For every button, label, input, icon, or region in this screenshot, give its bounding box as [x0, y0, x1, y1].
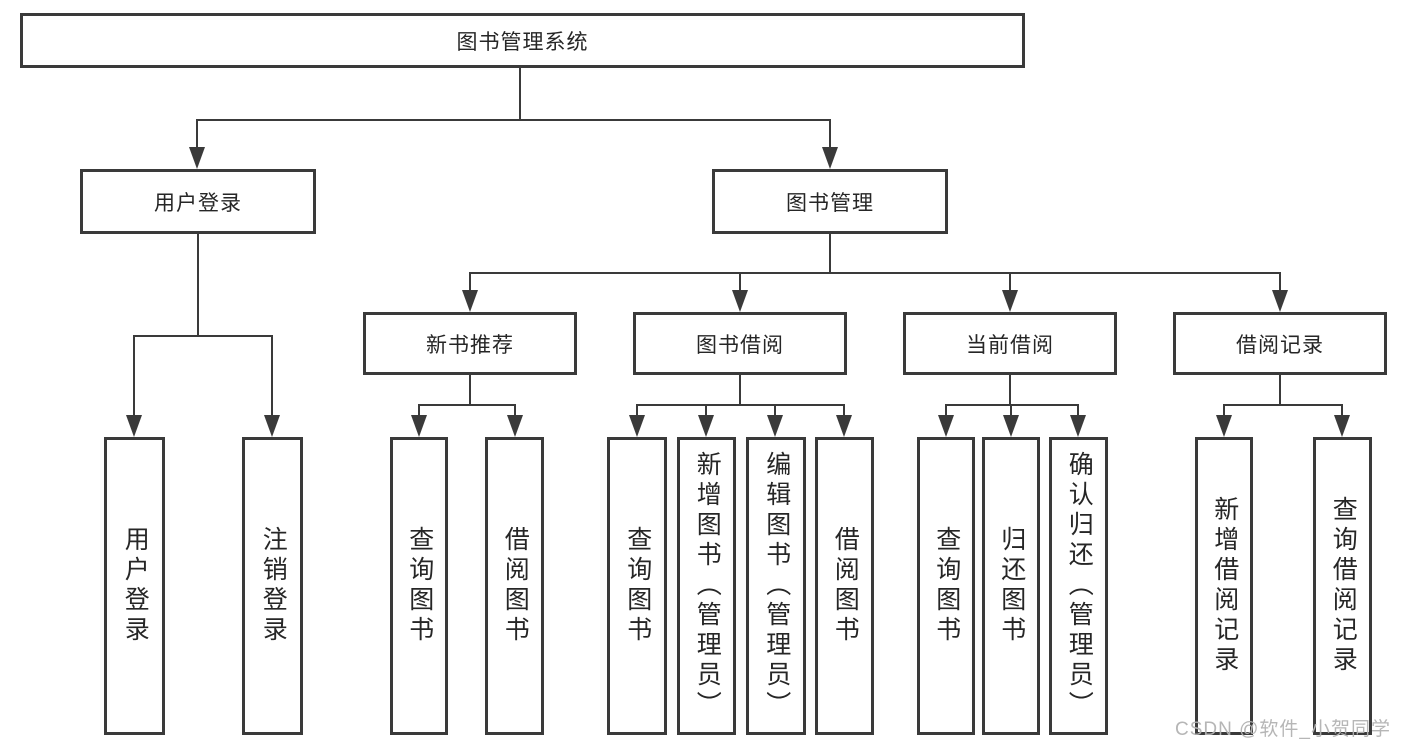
arrowhead-down-icon [411, 415, 427, 437]
connector-line [843, 404, 845, 418]
arrowhead-down-icon [462, 290, 478, 312]
connector-line [636, 404, 845, 406]
leaf-logout: 注销登录 [242, 437, 303, 735]
arrowhead-down-icon [264, 415, 280, 437]
connector-line [469, 375, 471, 406]
arrowhead-down-icon [732, 290, 748, 312]
connector-line [133, 335, 273, 337]
leaf-current-return-books: 归还图书 [982, 437, 1040, 735]
node-current-borrow: 当前借阅 [903, 312, 1117, 375]
leaf-records-search-record: 查询借阅记录 [1313, 437, 1372, 735]
arrowhead-down-icon [1070, 415, 1086, 437]
connector-line [1077, 404, 1079, 418]
leaf-user-login: 用户登录 [104, 437, 165, 735]
node-library-management-system: 图书管理系统 [20, 13, 1025, 68]
leaf-records-add-record: 新增借阅记录 [1195, 437, 1253, 735]
node-label: 借阅记录 [1236, 333, 1324, 357]
arrowhead-down-icon [1002, 290, 1018, 312]
leaf-label: 用户登录 [121, 526, 150, 646]
node-book-borrow: 图书借阅 [633, 312, 847, 375]
node-label: 用户登录 [154, 191, 242, 215]
leaf-current-confirm-return-admin: 确认归还（管理员） [1049, 437, 1108, 735]
connector-line [1279, 272, 1281, 294]
arrowhead-down-icon [836, 415, 852, 437]
arrowhead-down-icon [126, 415, 142, 437]
node-label: 图书管理 [786, 191, 874, 215]
connector-line [1009, 375, 1011, 406]
leaf-borrow-borrow-books: 借阅图书 [815, 437, 874, 735]
connector-line [1279, 375, 1281, 406]
connector-line [739, 272, 741, 294]
leaf-borrow-add-books-admin: 新增图书（管理员） [677, 437, 736, 735]
leaf-label: 查询图书 [405, 526, 434, 646]
node-label: 图书借阅 [696, 333, 784, 357]
leaf-label: 归还图书 [997, 526, 1026, 646]
leaf-label: 查询图书 [932, 526, 961, 646]
node-label: 当前借阅 [966, 333, 1054, 357]
leaf-label: 确认归还（管理员） [1065, 451, 1094, 721]
leaf-label: 注销登录 [259, 526, 288, 646]
leaf-newbook-borrow-books: 借阅图书 [485, 437, 544, 735]
arrowhead-down-icon [1003, 415, 1019, 437]
node-borrow-records: 借阅记录 [1173, 312, 1387, 375]
connector-line [469, 272, 471, 294]
connector-line [774, 404, 776, 418]
leaf-label: 新增图书（管理员） [693, 451, 722, 721]
arrowhead-down-icon [822, 147, 838, 169]
connector-line [705, 404, 707, 418]
leaf-borrow-edit-books-admin: 编辑图书（管理员） [746, 437, 806, 735]
connector-line [945, 404, 947, 418]
connector-line [418, 404, 420, 418]
connector-line [829, 234, 831, 274]
connector-line [1009, 272, 1011, 294]
arrowhead-down-icon [1334, 415, 1350, 437]
arrowhead-down-icon [1272, 290, 1288, 312]
connector-line [739, 375, 741, 406]
leaf-current-search-books: 查询图书 [917, 437, 975, 735]
connector-line [271, 335, 273, 417]
connector-line [945, 404, 1079, 406]
connector-line [1223, 404, 1225, 418]
connector-line [133, 335, 135, 417]
node-label: 图书管理系统 [456, 30, 589, 54]
arrowhead-down-icon [189, 147, 205, 169]
csdn-watermark: CSDN @软件_小贺同学 [1175, 719, 1391, 740]
leaf-label: 查询借阅记录 [1329, 496, 1358, 676]
connector-line [418, 404, 516, 406]
arrowhead-down-icon [507, 415, 523, 437]
connector-line [196, 119, 831, 121]
connector-line [1010, 404, 1012, 418]
node-new-book-recommend: 新书推荐 [363, 312, 577, 375]
connector-line [636, 404, 638, 418]
leaf-label: 查询图书 [623, 526, 652, 646]
connector-line [519, 68, 521, 120]
arrowhead-down-icon [767, 415, 783, 437]
leaf-label: 编辑图书（管理员） [762, 451, 791, 721]
node-label: 新书推荐 [426, 333, 514, 357]
connector-line [197, 234, 199, 337]
connector-line [469, 272, 1281, 274]
connector-line [1223, 404, 1343, 406]
arrowhead-down-icon [938, 415, 954, 437]
leaf-label: 借阅图书 [831, 526, 860, 646]
arrowhead-down-icon [629, 415, 645, 437]
arrowhead-down-icon [698, 415, 714, 437]
leaf-label: 借阅图书 [501, 526, 530, 646]
connector-line [829, 119, 831, 149]
arrowhead-down-icon [1216, 415, 1232, 437]
connector-line [514, 404, 516, 418]
connector-line [196, 119, 198, 149]
leaf-label: 新增借阅记录 [1210, 496, 1239, 676]
leaf-borrow-search-books: 查询图书 [607, 437, 667, 735]
node-book-management: 图书管理 [712, 169, 948, 234]
node-user-login: 用户登录 [80, 169, 316, 234]
connector-line [1341, 404, 1343, 418]
leaf-newbook-search-books: 查询图书 [390, 437, 448, 735]
